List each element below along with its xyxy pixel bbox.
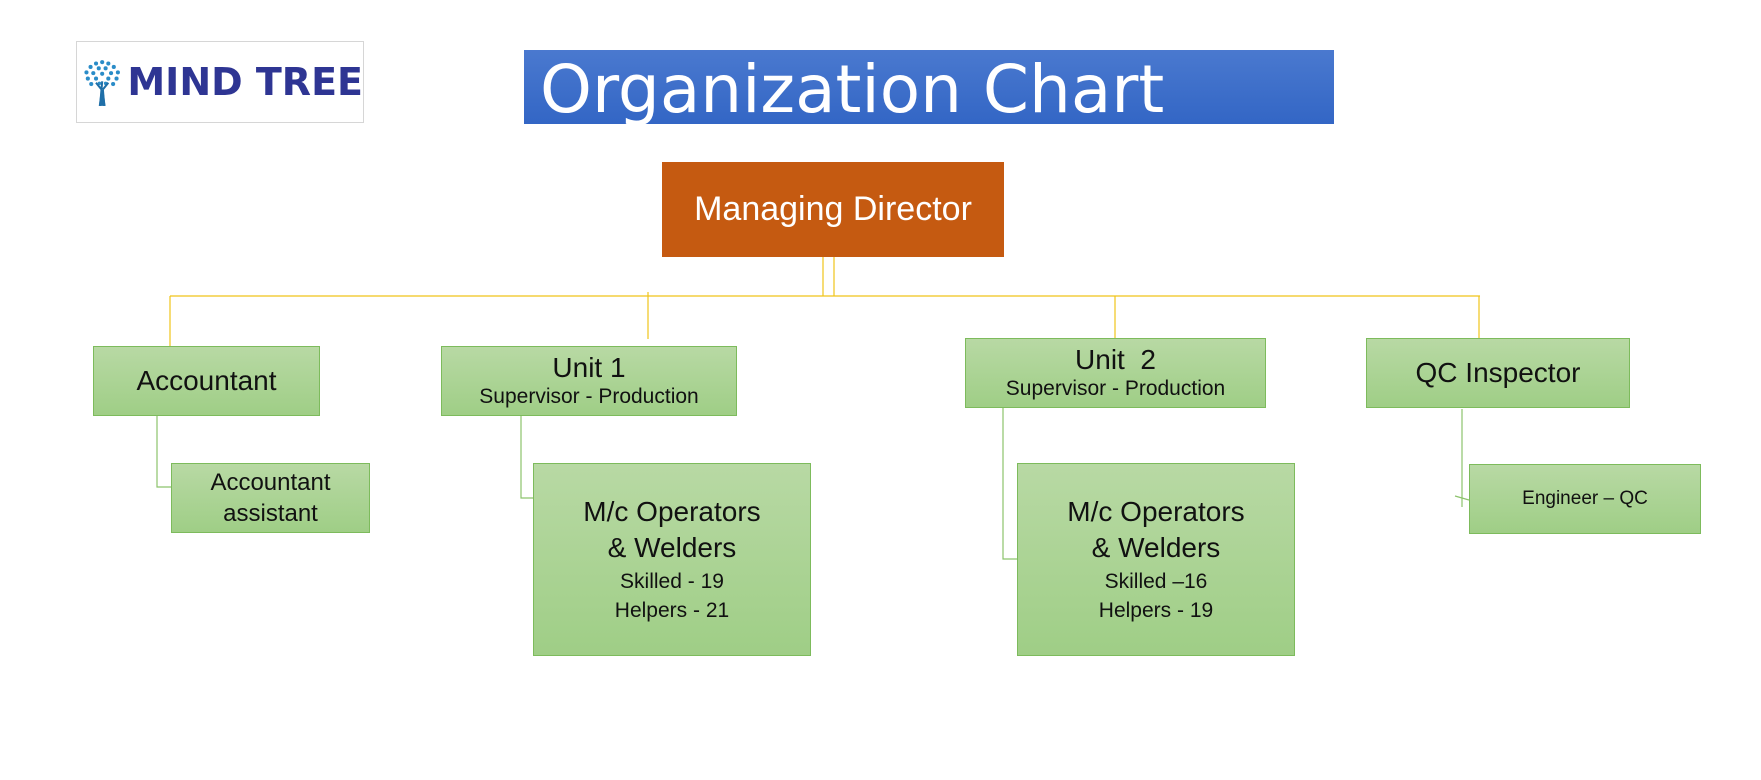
node-unit1: Unit 1 Supervisor - Production bbox=[441, 346, 737, 416]
node-unit2: Unit 2 Supervisor - Production bbox=[965, 338, 1266, 408]
unit1-title: Unit 1 bbox=[552, 352, 626, 383]
unit1-team-helpers: Helpers - 21 bbox=[614, 598, 730, 622]
page-title: Organization Chart bbox=[540, 51, 1165, 124]
node-accountant-assistant: Accountant assistant bbox=[171, 463, 370, 533]
node-unit2-team: M/c Operators & Welders Skilled –16 Help… bbox=[1017, 463, 1295, 656]
managing-director-label: Managing Director bbox=[694, 190, 972, 228]
unit2-team-line2: & Welders bbox=[1091, 532, 1221, 564]
connector-qc-engineer-tick bbox=[1454, 495, 1470, 501]
unit1-team-line2: & Welders bbox=[607, 532, 737, 564]
company-logo: MIND TREE bbox=[76, 41, 364, 123]
connector-unit2-team bbox=[1002, 408, 1017, 560]
node-qc-inspector: QC Inspector bbox=[1366, 338, 1630, 408]
unit2-team-helpers: Helpers - 19 bbox=[1098, 598, 1214, 622]
unit2-team-skilled: Skilled –16 bbox=[1104, 569, 1208, 593]
node-unit1-team: M/c Operators & Welders Skilled - 19 Hel… bbox=[533, 463, 811, 656]
accountant-assistant-line1: Accountant bbox=[210, 468, 331, 496]
node-managing-director: Managing Director bbox=[662, 162, 1004, 257]
engineer-qc-label: Engineer – QC bbox=[1522, 488, 1648, 509]
logo-text: MIND TREE bbox=[127, 60, 363, 104]
unit2-title: Unit 2 bbox=[1075, 344, 1156, 375]
unit1-team-line1: M/c Operators bbox=[583, 495, 761, 527]
tree-logo-icon bbox=[84, 60, 120, 106]
unit1-team-skilled: Skilled - 19 bbox=[620, 569, 724, 593]
connector-accountant-assistant bbox=[156, 416, 171, 488]
unit2-team-line1: M/c Operators bbox=[1067, 495, 1245, 527]
qc-inspector-label: QC Inspector bbox=[1415, 356, 1581, 388]
unit2-subtitle: Supervisor - Production bbox=[1005, 376, 1226, 400]
unit1-subtitle: Supervisor - Production bbox=[479, 384, 699, 408]
connector-unit1-team bbox=[520, 416, 533, 499]
title-banner: Organization Chart bbox=[524, 50, 1334, 124]
accountant-label: Accountant bbox=[136, 364, 277, 396]
node-accountant: Accountant bbox=[93, 346, 320, 416]
node-engineer-qc: Engineer – QC bbox=[1469, 464, 1701, 534]
accountant-assistant-line2: assistant bbox=[223, 500, 318, 527]
